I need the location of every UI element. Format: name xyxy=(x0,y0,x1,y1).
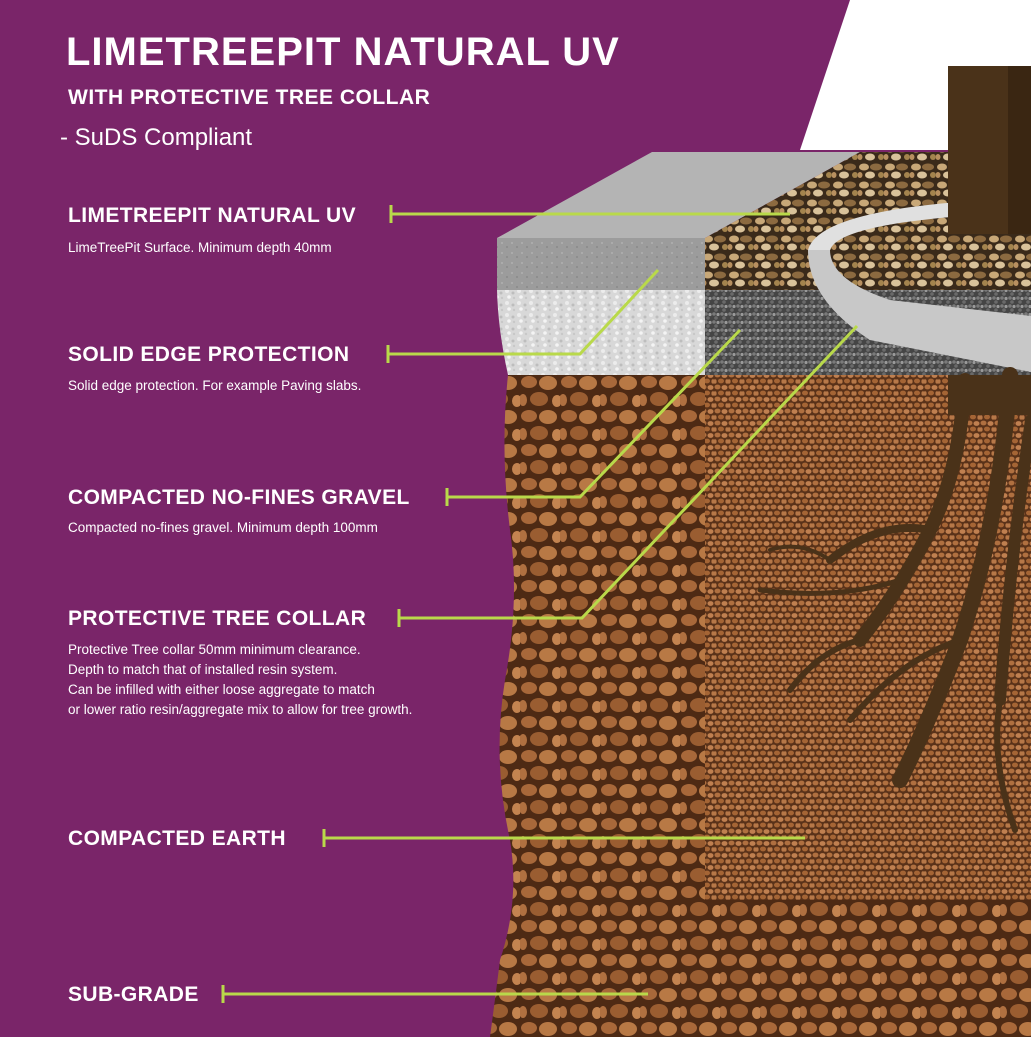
layer-label-earth: COMPACTED EARTH xyxy=(68,827,286,851)
layer-label-subgrade: SUB-GRADE xyxy=(68,983,199,1007)
layer-description-collar: Protective Tree collar 50mm minimum clea… xyxy=(68,640,412,720)
layer-description-edge: Solid edge protection. For example Pavin… xyxy=(68,376,361,396)
layer-description-gravel: Compacted no-fines gravel. Minimum depth… xyxy=(68,518,378,538)
layer-label-surface: LIMETREEPIT NATURAL UV xyxy=(68,204,356,228)
page-title: LIMETREEPIT NATURAL UV xyxy=(66,30,620,75)
layer-label-edge: SOLID EDGE PROTECTION xyxy=(68,343,349,367)
layer-description-surface: LimeTreePit Surface. Minimum depth 40mm xyxy=(68,238,332,258)
layer-label-collar: PROTECTIVE TREE COLLAR xyxy=(68,607,366,631)
page-subtitle: WITH PROTECTIVE TREE COLLAR xyxy=(68,86,430,110)
page-tagline: - SuDS Compliant xyxy=(60,124,252,152)
layer-label-gravel: COMPACTED NO-FINES GRAVEL xyxy=(68,486,410,510)
